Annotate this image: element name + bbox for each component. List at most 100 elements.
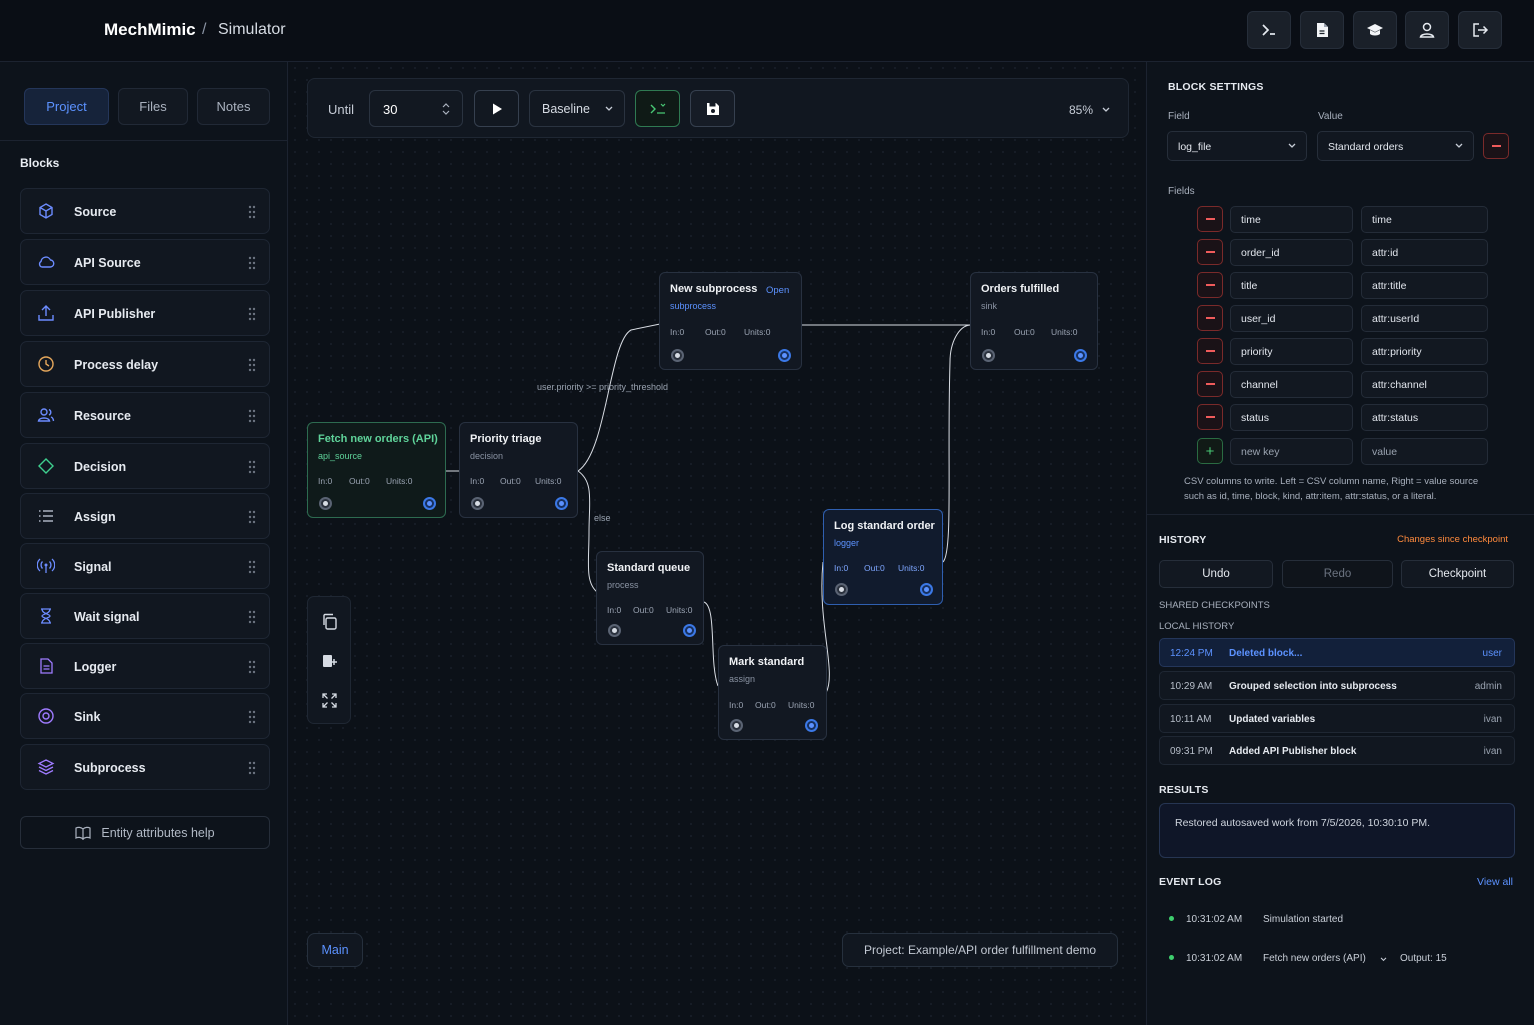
input-port[interactable] bbox=[730, 719, 743, 732]
node-standard-queue[interactable]: Standard queue process In:0 Out:0 Units:… bbox=[596, 551, 704, 645]
until-stepper[interactable]: 30 bbox=[369, 90, 463, 127]
remove-field-button[interactable] bbox=[1197, 338, 1223, 364]
tab-project[interactable]: Project bbox=[24, 88, 109, 125]
field-key-input[interactable]: status bbox=[1230, 404, 1353, 431]
checkpoint-button[interactable]: Checkpoint bbox=[1401, 560, 1514, 588]
input-port[interactable] bbox=[319, 497, 332, 510]
field-key-input[interactable]: user_id bbox=[1230, 305, 1353, 332]
open-subprocess-link[interactable]: Open bbox=[766, 285, 790, 296]
stepper-arrows-icon[interactable] bbox=[442, 102, 450, 116]
field-value-input[interactable]: attr:userId bbox=[1361, 305, 1488, 332]
scenario-select[interactable]: Baseline bbox=[529, 90, 625, 127]
history-row[interactable]: 10:29 AM Grouped selection into subproce… bbox=[1159, 671, 1515, 700]
add-field-button[interactable]: + bbox=[1197, 438, 1223, 464]
input-port[interactable] bbox=[835, 583, 848, 596]
drag-handle-icon[interactable] bbox=[248, 761, 256, 775]
value-select[interactable]: Standard orders bbox=[1317, 131, 1474, 161]
node-orders-fulfilled[interactable]: Orders fulfilled sink In:0 Out:0 Units:0 bbox=[970, 272, 1098, 370]
app-name[interactable]: MechMimic bbox=[104, 20, 196, 39]
copy-icon[interactable] bbox=[321, 613, 338, 630]
drag-handle-icon[interactable] bbox=[248, 409, 256, 423]
fit-view-icon[interactable] bbox=[321, 692, 338, 709]
block-logger[interactable]: Logger bbox=[20, 643, 270, 689]
block-sink[interactable]: Sink bbox=[20, 693, 270, 739]
drag-handle-icon[interactable] bbox=[248, 510, 256, 524]
output-port[interactable] bbox=[805, 719, 818, 732]
logout-button[interactable] bbox=[1458, 11, 1502, 49]
block-assign[interactable]: Assign bbox=[20, 493, 270, 539]
node-new-subprocess[interactable]: New subprocess Open subprocess In:0 Out:… bbox=[659, 272, 802, 370]
flow-canvas[interactable]: Until 30 Baseline 85% bbox=[289, 62, 1145, 1025]
chevron-down-icon[interactable] bbox=[1102, 107, 1110, 113]
remove-setting-button[interactable] bbox=[1483, 133, 1509, 159]
remove-field-button[interactable] bbox=[1197, 206, 1223, 232]
drag-handle-icon[interactable] bbox=[248, 560, 256, 574]
node-log-standard-order[interactable]: Log standard order logger In:0 Out:0 Uni… bbox=[823, 509, 943, 605]
tab-main[interactable]: Main bbox=[307, 933, 363, 967]
block-api-publisher[interactable]: API Publisher bbox=[20, 290, 270, 336]
block-subprocess[interactable]: Subprocess bbox=[20, 744, 270, 790]
field-value-input[interactable]: attr:title bbox=[1361, 272, 1488, 299]
output-port[interactable] bbox=[1074, 349, 1087, 362]
drag-handle-icon[interactable] bbox=[248, 358, 256, 372]
step-button[interactable] bbox=[635, 90, 680, 127]
remove-field-button[interactable] bbox=[1197, 404, 1223, 430]
field-value-input[interactable]: attr:status bbox=[1361, 404, 1488, 431]
chevron-down-icon[interactable] bbox=[1380, 957, 1387, 962]
output-port[interactable] bbox=[778, 349, 791, 362]
zoom-level[interactable]: 85% bbox=[1069, 103, 1094, 117]
node-priority-triage[interactable]: Priority triage decision In:0 Out:0 Unit… bbox=[459, 422, 578, 518]
history-row[interactable]: 10:11 AM Updated variables ivan bbox=[1159, 704, 1515, 733]
new-value-input[interactable]: value bbox=[1361, 438, 1488, 465]
field-select[interactable]: log_file bbox=[1167, 131, 1307, 161]
tab-files[interactable]: Files bbox=[118, 88, 188, 125]
field-value-input[interactable]: attr:channel bbox=[1361, 371, 1488, 398]
new-key-input[interactable]: new key bbox=[1230, 438, 1353, 465]
remove-field-button[interactable] bbox=[1197, 305, 1223, 331]
input-port[interactable] bbox=[471, 497, 484, 510]
drag-handle-icon[interactable] bbox=[248, 256, 256, 270]
file-button[interactable] bbox=[1300, 11, 1344, 49]
output-port[interactable] bbox=[423, 497, 436, 510]
field-value-input[interactable]: attr:id bbox=[1361, 239, 1488, 266]
block-decision[interactable]: Decision bbox=[20, 443, 270, 489]
undo-button[interactable]: Undo bbox=[1159, 560, 1273, 588]
redo-button[interactable]: Redo bbox=[1282, 560, 1393, 588]
output-port[interactable] bbox=[920, 583, 933, 596]
block-signal[interactable]: Signal bbox=[20, 543, 270, 589]
paste-add-icon[interactable] bbox=[321, 653, 338, 670]
input-port[interactable] bbox=[671, 349, 684, 362]
block-process-delay[interactable]: Process delay bbox=[20, 341, 270, 387]
drag-handle-icon[interactable] bbox=[248, 660, 256, 674]
field-key-input[interactable]: time bbox=[1230, 206, 1353, 233]
field-key-input[interactable]: title bbox=[1230, 272, 1353, 299]
remove-field-button[interactable] bbox=[1197, 272, 1223, 298]
block-source[interactable]: Source bbox=[20, 188, 270, 234]
drag-handle-icon[interactable] bbox=[248, 710, 256, 724]
account-button[interactable] bbox=[1405, 11, 1449, 49]
learn-button[interactable] bbox=[1353, 11, 1397, 49]
history-row[interactable]: 09:31 PM Added API Publisher block ivan bbox=[1159, 736, 1515, 765]
field-value-input[interactable]: attr:priority bbox=[1361, 338, 1488, 365]
view-all-link[interactable]: View all bbox=[1477, 876, 1513, 888]
output-port[interactable] bbox=[555, 497, 568, 510]
remove-field-button[interactable] bbox=[1197, 239, 1223, 265]
field-key-input[interactable]: channel bbox=[1230, 371, 1353, 398]
run-button[interactable] bbox=[474, 90, 519, 127]
block-api-source[interactable]: API Source bbox=[20, 239, 270, 285]
drag-handle-icon[interactable] bbox=[248, 307, 256, 321]
block-resource[interactable]: Resource bbox=[20, 392, 270, 438]
field-key-input[interactable]: order_id bbox=[1230, 239, 1353, 266]
output-port[interactable] bbox=[683, 624, 696, 637]
drag-handle-icon[interactable] bbox=[248, 610, 256, 624]
node-fetch-new-orders[interactable]: Fetch new orders (API) api_source In:0 O… bbox=[307, 422, 446, 518]
input-port[interactable] bbox=[608, 624, 621, 637]
drag-handle-icon[interactable] bbox=[248, 205, 256, 219]
input-port[interactable] bbox=[982, 349, 995, 362]
entity-attributes-help-button[interactable]: Entity attributes help bbox=[20, 816, 270, 849]
history-row[interactable]: 12:24 PM Deleted block... user bbox=[1159, 638, 1515, 667]
block-wait-signal[interactable]: Wait signal bbox=[20, 593, 270, 639]
drag-handle-icon[interactable] bbox=[248, 460, 256, 474]
field-key-input[interactable]: priority bbox=[1230, 338, 1353, 365]
save-button[interactable] bbox=[690, 90, 735, 127]
